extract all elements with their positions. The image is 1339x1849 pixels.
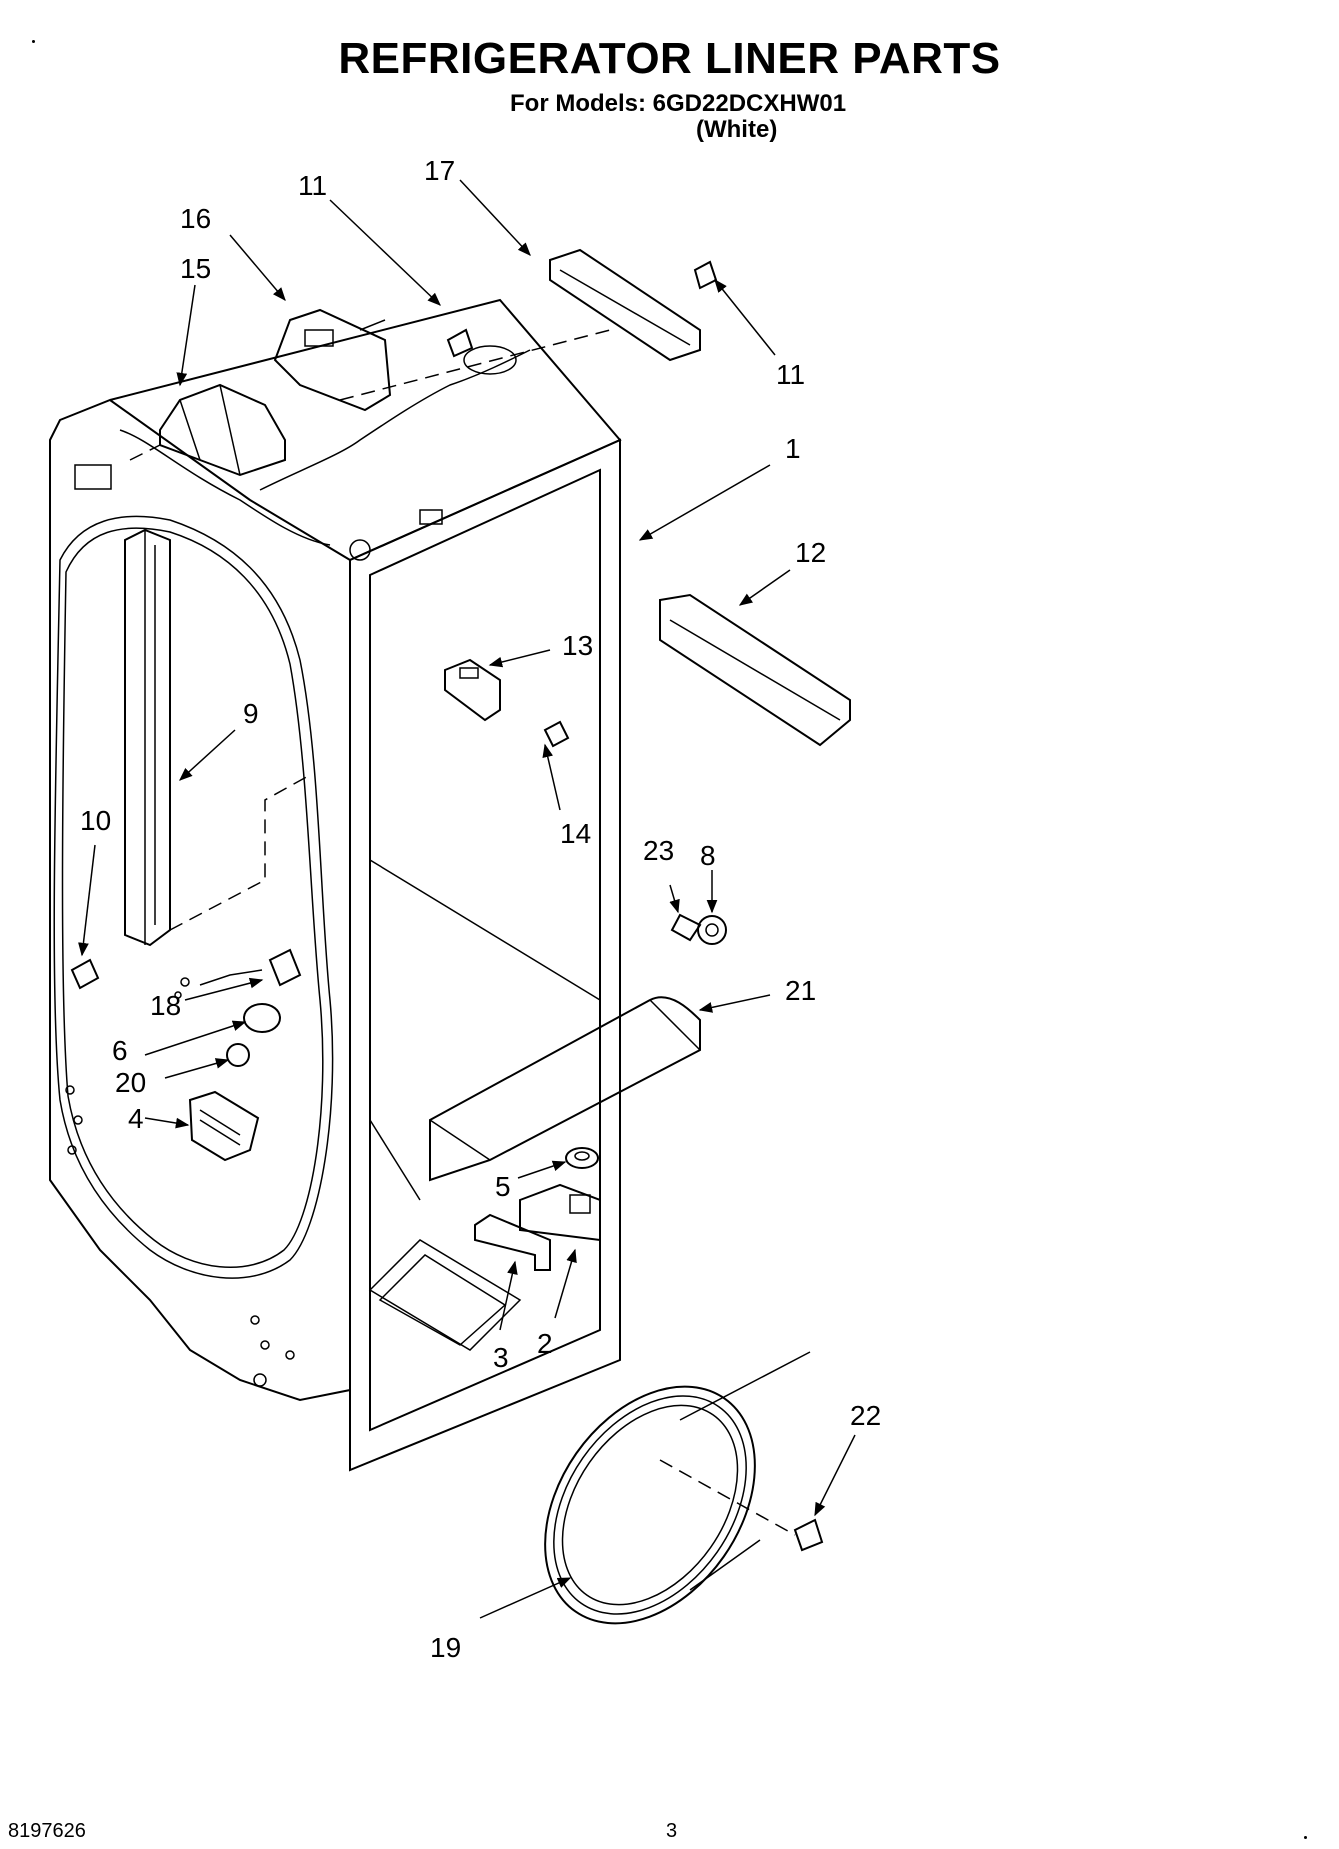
callout-5: 5 [495,1171,511,1202]
callout-4: 4 [128,1103,144,1134]
callout-17: 17 [424,155,455,186]
part-23-screw [670,913,702,942]
callout-labels: 11 17 16 15 11 1 12 13 9 14 10 23 8 21 1… [80,155,881,1663]
callout-1: 1 [785,433,801,464]
callout-11: 11 [776,359,805,390]
leader-arrows [78,179,856,1619]
corner-dot [1304,1836,1307,1839]
part-5-grommet [565,1147,599,1169]
part-22-screw [659,1459,824,1552]
part-14-screw [543,720,570,748]
part-17-trough [339,248,701,401]
page-number: 3 [666,1820,678,1842]
document-number: 8197626 [8,1820,86,1842]
liner-body [49,298,622,1472]
callout-19: 19 [430,1632,461,1663]
callout-10: 10 [80,805,111,836]
part-9-rail [124,528,311,947]
callout-18: 18 [150,990,181,1021]
part-11-screw [693,260,718,290]
callout-12: 12 [795,537,826,568]
part-8-knob [697,915,727,945]
callout-22: 22 [850,1400,881,1431]
callout-6: 6 [112,1035,128,1066]
callout-16: 16 [180,203,211,234]
callout-14: 14 [560,818,591,849]
part-15-control-housing [129,383,286,477]
callout-15: 15 [180,253,211,284]
callout-8: 8 [700,840,716,871]
part-4-grille [188,1090,260,1162]
part-6-knob [243,1003,281,1033]
callout-3: 3 [493,1342,509,1373]
callout-13: 13 [562,630,593,661]
part-12-rail [659,593,851,747]
part-20-bulb [226,1043,250,1067]
part-2-bracket [519,1183,601,1242]
corner-dot [32,40,35,43]
color-subtitle: (White) [696,116,778,143]
part-3-bracket [474,1213,551,1271]
part-19-tube-coil [544,1351,811,1625]
callout-11: 11 [298,170,327,201]
callout-21: 21 [785,975,816,1006]
part-18-shaft [174,948,302,999]
part-10-screw [70,958,100,990]
callout-23: 23 [643,835,674,866]
part-11-screw [446,328,474,358]
part-16-bracket [273,308,392,412]
part-21-cover [429,996,701,1182]
callout-9: 9 [243,698,259,729]
page-title: REFRIGERATOR LINER PARTS [338,34,1001,83]
model-subtitle: For Models: 6GD22DCXHW01 [510,90,847,117]
callout-20: 20 [115,1067,146,1098]
callout-2: 2 [537,1328,553,1359]
part-13-bracket [444,658,501,722]
